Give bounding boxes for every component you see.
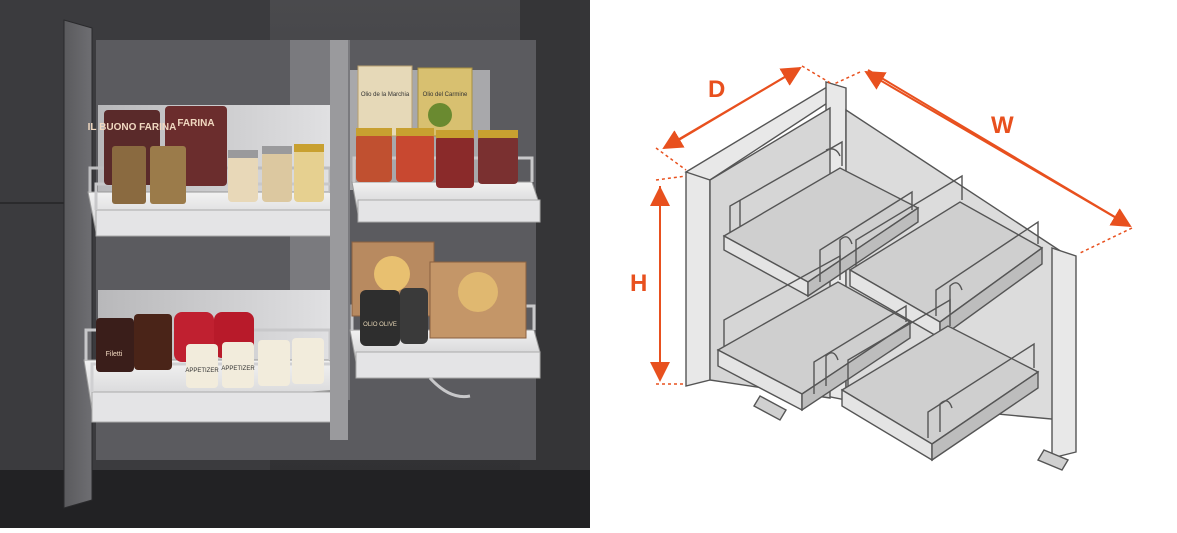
diagram-lower-right-basket: [840, 298, 1040, 462]
dimension-arrows: [650, 66, 1132, 382]
spice-jar: [150, 146, 186, 204]
diagram-upper-left-basket: [722, 140, 920, 298]
depth-label: D: [708, 76, 726, 103]
jar: [222, 342, 254, 388]
jar: [186, 344, 218, 388]
jar: [262, 152, 292, 202]
jar: [294, 150, 324, 202]
jar: [356, 134, 392, 182]
upper-right-items: Olio de la Marchia Olio del Carmine: [356, 65, 518, 188]
jar: [228, 156, 258, 202]
product-photo: IL BUONO FARINA FARINA Olio de la Marchi…: [0, 0, 590, 528]
center-frame: [330, 40, 348, 440]
jar: [96, 318, 134, 372]
oil-tin: [357, 65, 413, 137]
jar: [396, 134, 434, 182]
floor: [0, 470, 590, 528]
jar: [360, 290, 400, 346]
dimension-diagram: D W H: [590, 0, 1177, 528]
flour-label: FARINA: [177, 118, 214, 129]
flour-label: IL BUONO FARINA: [88, 122, 177, 133]
cabinet-door: [63, 19, 93, 509]
jar: [134, 314, 172, 370]
jar: [478, 136, 518, 184]
diagram-feet: [753, 395, 1070, 471]
spice-jar: [112, 146, 146, 204]
lower-left-items: Filetti APPETIZER APPETIZER: [96, 312, 324, 388]
upper-left-items: IL BUONO FARINA FARINA: [88, 106, 324, 204]
jar-label: APPETIZER: [221, 366, 255, 372]
dimension-guides: [655, 65, 1133, 385]
jar-label: OLIO OLIVE: [363, 322, 397, 328]
diagram-lower-left-basket: [716, 254, 912, 412]
jar: [258, 340, 290, 386]
lower-right-items: OLIO OLIVE: [351, 241, 527, 346]
left-side-panel: [685, 165, 711, 387]
height-label: H: [630, 270, 648, 297]
jar-label: Filetti: [106, 351, 123, 358]
diagram-drawing: [650, 65, 1133, 471]
jar: [292, 338, 324, 384]
width-label: W: [991, 112, 1014, 139]
jar: [400, 288, 428, 344]
jar-label: APPETIZER: [185, 368, 219, 374]
tin-label: Olio del Carmine: [423, 92, 468, 98]
right-post: [1051, 247, 1077, 459]
tin-label: Olio de la Marchia: [361, 92, 410, 98]
jar: [436, 136, 474, 188]
